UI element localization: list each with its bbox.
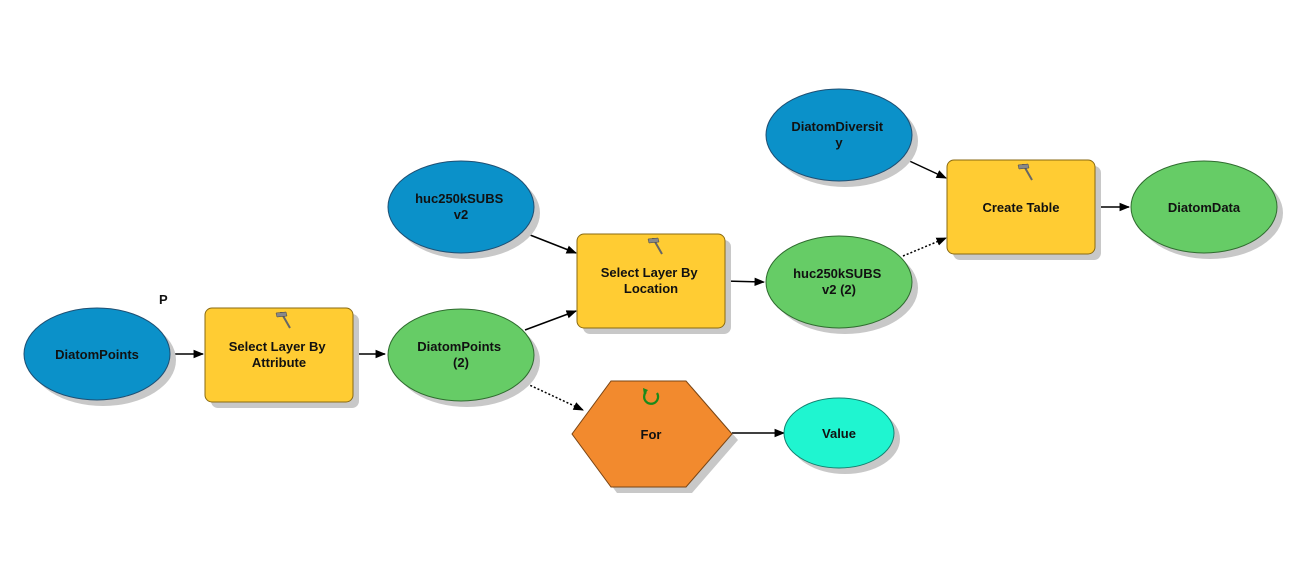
node-label: For: [641, 427, 662, 442]
node-label: DiatomData: [1168, 200, 1241, 215]
node-label: DiatomPoints (2): [417, 339, 504, 370]
node-for-iterator[interactable]: For: [571, 380, 738, 493]
hammer-icon: [275, 311, 291, 329]
node-label: Value: [822, 426, 856, 441]
connector-huc-to-selectloc[interactable]: [524, 232, 577, 254]
node-label: DiatomDiversit y: [791, 119, 886, 150]
node-label: huc250kSUBS v2: [415, 191, 507, 222]
parameter-marker: P: [159, 292, 168, 307]
node-diatom-data[interactable]: DiatomData: [1130, 160, 1283, 259]
connector-diatompoints2-to-selectloc[interactable]: [524, 310, 577, 331]
connector-huc2-to-createtable[interactable]: [902, 237, 947, 257]
node-diatom-points[interactable]: P DiatomPoints: [23, 292, 176, 406]
hammer-icon: [647, 237, 663, 255]
node-diatom-diversity[interactable]: DiatomDiversit y: [765, 88, 918, 187]
node-select-by-location[interactable]: Select Layer By Location: [576, 233, 731, 334]
node-value[interactable]: Value: [783, 397, 900, 474]
node-label: Create Table: [982, 200, 1059, 215]
node-diatom-points-2[interactable]: DiatomPoints (2): [387, 308, 540, 407]
node-huc250k-2[interactable]: huc250kSUBS v2 (2): [765, 235, 918, 334]
node-select-by-attribute[interactable]: Select Layer By Attribute: [204, 307, 359, 408]
node-label: Select Layer By Attribute: [229, 339, 329, 370]
node-create-table[interactable]: Create Table: [946, 159, 1101, 260]
connector-diatompoints2-to-for[interactable]: [522, 381, 584, 411]
loop-arrow-icon: [643, 388, 660, 405]
hammer-icon: [1017, 163, 1033, 181]
node-label: huc250kSUBS v2 (2): [793, 266, 885, 297]
node-label: Select Layer By Location: [601, 265, 701, 296]
node-label: DiatomPoints: [55, 347, 139, 362]
node-huc250k[interactable]: huc250kSUBS v2: [387, 160, 540, 259]
